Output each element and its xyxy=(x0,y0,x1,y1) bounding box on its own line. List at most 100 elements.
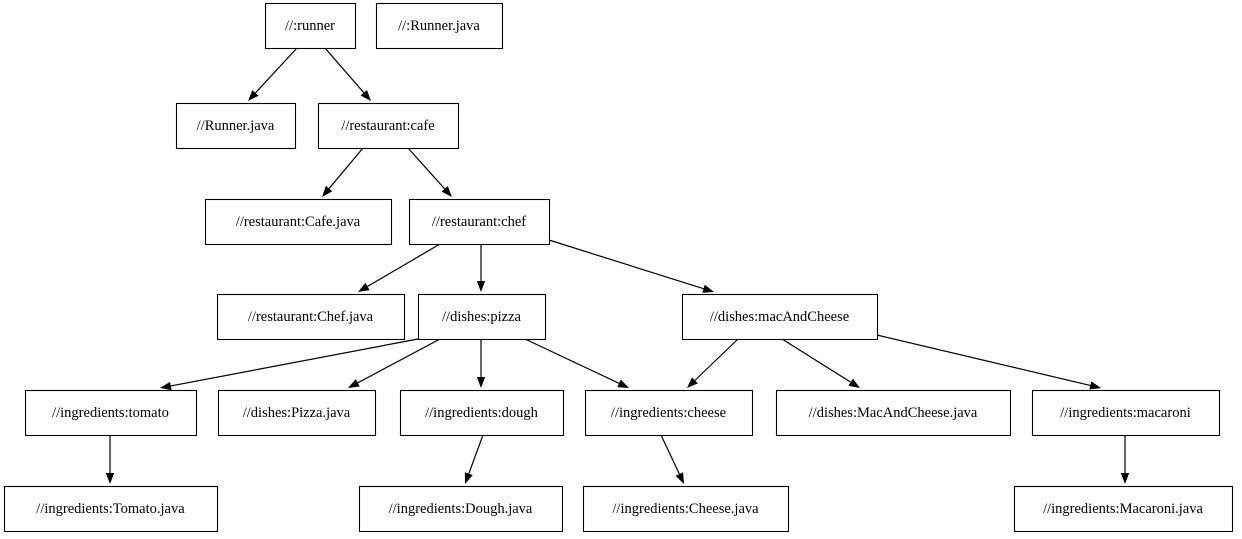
edge-line xyxy=(876,334,1091,387)
graph-edge xyxy=(548,239,714,293)
node-box[interactable] xyxy=(681,293,879,341)
graph-node-ing_tomato[interactable]: //ingredients:tomato xyxy=(24,389,198,437)
graph-edge xyxy=(248,47,298,101)
graph-node-pizza_java[interactable]: //dishes:Pizza.java xyxy=(217,389,377,437)
nodes-layer: //:runner //:Runner.java //Runner.java //re… xyxy=(3,2,1234,533)
graph-edge xyxy=(687,338,739,388)
node-label: //ingredients:Cheese.java xyxy=(612,501,759,517)
node-box[interactable] xyxy=(584,389,754,437)
graph-node-root_runner_java[interactable]: //:Runner.java xyxy=(375,2,504,50)
node-box[interactable] xyxy=(217,389,377,437)
graph-edge xyxy=(476,339,486,388)
edge-arrowhead-icon xyxy=(464,472,473,484)
node-box[interactable] xyxy=(3,485,219,533)
graph-edge xyxy=(324,47,371,101)
graph-node-runner[interactable]: //:runner xyxy=(264,2,357,50)
edge-arrowhead-icon xyxy=(348,379,360,388)
edge-arrowhead-icon xyxy=(358,282,370,292)
edge-arrowhead-icon xyxy=(1089,381,1101,390)
node-label: //dishes:macAndCheese xyxy=(710,309,849,325)
node-box[interactable] xyxy=(264,2,357,50)
node-box[interactable] xyxy=(775,389,1012,437)
node-label: //dishes:pizza xyxy=(442,309,521,325)
graph-edge xyxy=(876,334,1101,390)
node-box[interactable] xyxy=(175,102,297,150)
node-label: //restaurant:Chef.java xyxy=(248,309,374,325)
node-label: //:runner xyxy=(285,18,335,34)
edge-line xyxy=(694,338,739,381)
node-box[interactable] xyxy=(1031,389,1221,437)
node-label: //ingredients:cheese xyxy=(611,405,726,421)
node-box[interactable] xyxy=(358,485,564,533)
graph-edge xyxy=(160,338,419,391)
edges-layer xyxy=(105,47,1130,484)
graph-node-ing_cheese[interactable]: //ingredients:cheese xyxy=(584,389,754,437)
edge-line xyxy=(255,47,298,94)
graph-node-dishes_pizza[interactable]: //dishes:pizza xyxy=(417,293,547,341)
graph-node-cafe_java[interactable]: //restaurant:Cafe.java xyxy=(204,198,393,246)
edge-arrowhead-icon xyxy=(322,185,333,197)
node-box[interactable] xyxy=(216,293,406,341)
edge-line xyxy=(328,147,364,189)
node-label: //ingredients:Tomato.java xyxy=(36,501,185,517)
node-box[interactable] xyxy=(1013,485,1234,533)
edge-line xyxy=(170,338,419,387)
edge-line xyxy=(660,434,680,475)
graph-edge xyxy=(476,244,486,292)
node-box[interactable] xyxy=(399,389,565,437)
graph-node-dishes_mac[interactable]: //dishes:macAndCheese xyxy=(681,293,879,341)
edge-arrowhead-icon xyxy=(160,381,172,391)
graph-edge xyxy=(464,434,484,484)
edge-arrowhead-icon xyxy=(441,186,452,197)
graph-edge xyxy=(322,147,364,197)
edge-arrowhead-icon xyxy=(105,473,115,484)
node-label: //ingredients:Macaroni.java xyxy=(1043,501,1203,517)
edge-arrowhead-icon xyxy=(848,378,860,388)
edge-line xyxy=(524,338,620,384)
edge-line xyxy=(407,147,446,190)
graph-node-cheese_java[interactable]: //ingredients:Cheese.java xyxy=(582,485,790,533)
node-label: //:Runner.java xyxy=(398,18,480,34)
graph-node-chef_java[interactable]: //restaurant:Chef.java xyxy=(216,293,406,341)
graph-edge xyxy=(524,338,629,388)
graph-edge xyxy=(407,147,452,197)
node-label: //ingredients:macaroni xyxy=(1060,405,1190,421)
graph-node-restaurant_chef[interactable]: //restaurant:chef xyxy=(408,198,551,246)
edge-line xyxy=(324,47,365,94)
graph-edge xyxy=(1120,435,1130,484)
graph-node-ing_macaroni[interactable]: //ingredients:macaroni xyxy=(1031,389,1221,437)
edge-line xyxy=(367,243,441,287)
graph-node-tomato_java[interactable]: //ingredients:Tomato.java xyxy=(3,485,219,533)
node-box[interactable] xyxy=(204,198,393,246)
node-label: //ingredients:tomato xyxy=(52,405,169,421)
node-box[interactable] xyxy=(582,485,790,533)
graph-node-restaurant_cafe[interactable]: //restaurant:cafe xyxy=(317,102,460,150)
node-box[interactable] xyxy=(408,198,551,246)
edge-arrowhead-icon xyxy=(1120,473,1130,484)
node-box[interactable] xyxy=(417,293,547,341)
node-label: //restaurant:cafe xyxy=(341,118,434,134)
node-box[interactable] xyxy=(317,102,460,150)
edge-arrowhead-icon xyxy=(702,284,714,293)
node-label: //dishes:Pizza.java xyxy=(243,405,351,421)
edge-arrowhead-icon xyxy=(476,377,486,388)
graph-node-ing_dough[interactable]: //ingredients:dough xyxy=(399,389,565,437)
edge-arrowhead-icon xyxy=(360,89,371,101)
node-label: //Runner.java xyxy=(197,118,275,134)
graph-node-dough_java[interactable]: //ingredients:Dough.java xyxy=(358,485,564,533)
node-box[interactable] xyxy=(375,2,504,50)
node-label: //restaurant:chef xyxy=(432,214,526,230)
graph-edge xyxy=(660,434,684,484)
graph-node-mac_java[interactable]: //dishes:MacAndCheese.java xyxy=(775,389,1012,437)
edge-arrowhead-icon xyxy=(476,281,486,292)
node-label: //ingredients:Dough.java xyxy=(389,501,533,517)
node-label: //dishes:MacAndCheese.java xyxy=(809,405,978,421)
node-label: //restaurant:Cafe.java xyxy=(236,214,361,230)
graph-edge xyxy=(358,243,441,292)
graph-node-macaroni_java[interactable]: //ingredients:Macaroni.java xyxy=(1013,485,1234,533)
graph-node-runner_java[interactable]: //Runner.java xyxy=(175,102,297,150)
node-box[interactable] xyxy=(24,389,198,437)
graph-edge xyxy=(105,435,115,484)
